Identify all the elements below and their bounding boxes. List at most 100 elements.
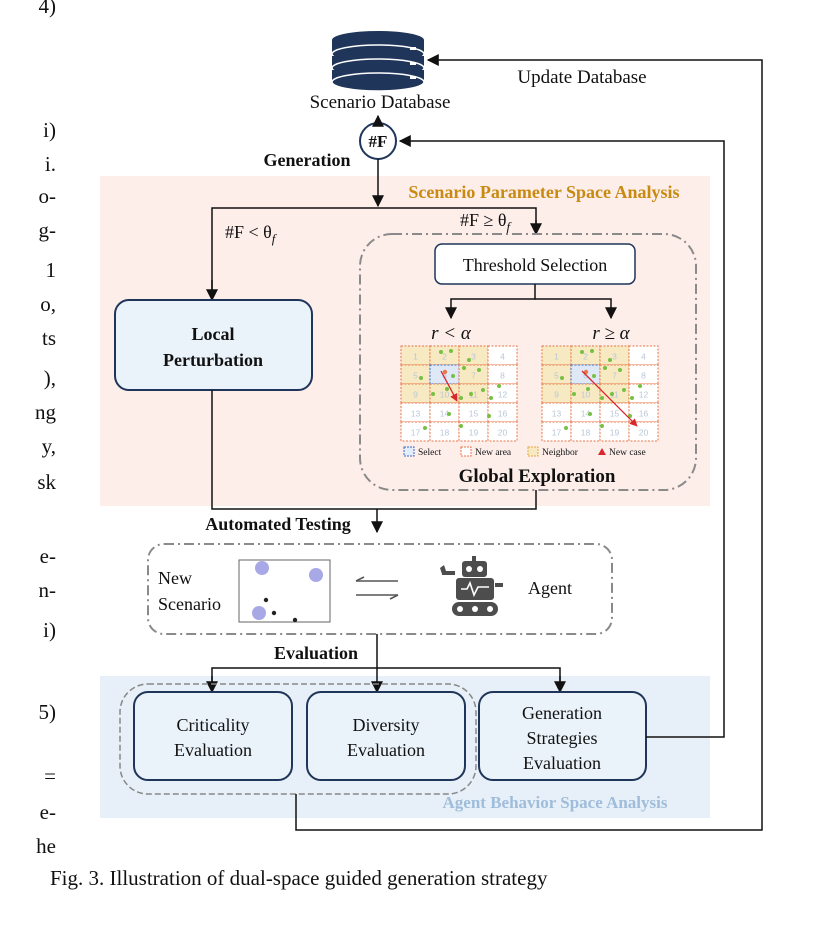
scenario-point bbox=[603, 366, 607, 370]
condition-low-text: #F < θ bbox=[225, 222, 272, 242]
margin-fragment: i) bbox=[43, 118, 56, 142]
threshold-branch-right bbox=[535, 298, 617, 320]
diversity-line2: Evaluation bbox=[347, 740, 425, 760]
counter-node-label: #F bbox=[369, 132, 388, 151]
feedback-to-counter bbox=[398, 135, 725, 738]
grid-cell-number: 15 bbox=[610, 409, 620, 419]
legend-new-area-label: New area bbox=[475, 448, 512, 458]
new-case-arrow bbox=[581, 370, 638, 427]
scenario-point bbox=[469, 392, 473, 396]
global-exploration-region bbox=[359, 233, 697, 491]
feedback-to-database bbox=[295, 54, 763, 831]
margin-fragment: n- bbox=[38, 578, 57, 602]
grid-cell-number: 5 bbox=[554, 371, 559, 381]
margin-fragment: o- bbox=[38, 184, 57, 208]
grid-cell bbox=[487, 402, 518, 423]
scenario-point bbox=[560, 376, 564, 380]
grid-cell bbox=[628, 383, 659, 404]
grid-cell-number: 11 bbox=[610, 390, 619, 400]
scenario-thumbnail bbox=[238, 559, 331, 623]
margin-fragment: e- bbox=[39, 800, 56, 824]
generation-strategies-line3: Evaluation bbox=[523, 753, 601, 773]
grid-cell-number: 10 bbox=[581, 390, 591, 400]
scenario-point bbox=[600, 424, 604, 428]
grid-cell-number: 11 bbox=[469, 390, 478, 400]
grid-cell-number: 12 bbox=[639, 390, 649, 400]
condition-low-label: #F < θf bbox=[225, 222, 278, 246]
margin-fragment: 4) bbox=[38, 0, 57, 18]
scenario-point bbox=[445, 387, 449, 391]
scenario-point bbox=[638, 384, 642, 388]
criticality-line1: Criticality bbox=[177, 715, 250, 735]
parameter-space-title: Scenario Parameter Space Analysis bbox=[408, 182, 679, 202]
grid-cell-number: 4 bbox=[641, 352, 646, 362]
margin-fragment: he bbox=[36, 834, 56, 858]
scenario-point bbox=[592, 374, 596, 378]
global-exploration-label: Global Exploration bbox=[459, 466, 616, 487]
grid-cell-number: 9 bbox=[554, 390, 559, 400]
grid-cell-number: 17 bbox=[552, 428, 562, 438]
legend-select-swatch bbox=[403, 446, 415, 457]
r-high-label: r ≥ α bbox=[592, 323, 630, 344]
grid-cell-number: 2 bbox=[442, 352, 447, 362]
grid-cell bbox=[487, 421, 518, 442]
scenario-point bbox=[487, 414, 491, 418]
threshold-selection-label: Threshold Selection bbox=[463, 255, 607, 275]
scenario-point bbox=[622, 388, 626, 392]
grid-cell-number: 15 bbox=[469, 409, 479, 419]
grid-cell-number: 6 bbox=[442, 371, 447, 381]
scenario-point bbox=[608, 358, 612, 362]
criticality-line2: Evaluation bbox=[174, 740, 252, 760]
grid-cell-number: 7 bbox=[471, 371, 476, 381]
grid-cell-number: 20 bbox=[639, 428, 649, 438]
grid-cell-number: 5 bbox=[413, 371, 418, 381]
legend-neighbor-swatch bbox=[527, 446, 539, 457]
grid-cell bbox=[487, 383, 518, 404]
grid-cell-number: 18 bbox=[440, 428, 450, 438]
evaluation-label: Evaluation bbox=[274, 643, 358, 663]
grid-cell-number: 4 bbox=[500, 352, 505, 362]
margin-fragment: 1 bbox=[45, 258, 57, 282]
database-icon bbox=[331, 31, 425, 92]
scenario-point bbox=[423, 426, 427, 430]
scenario-point bbox=[459, 424, 463, 428]
diversity-line1: Diversity bbox=[353, 715, 420, 735]
grid-cell-number: 1 bbox=[413, 352, 418, 362]
grid-cell bbox=[487, 364, 518, 385]
scenario-point bbox=[481, 388, 485, 392]
scenario-point bbox=[610, 392, 614, 396]
agent-label: Agent bbox=[528, 578, 572, 598]
grid-cell-number: 7 bbox=[612, 371, 617, 381]
threshold-branch bbox=[445, 284, 536, 320]
scenario-point bbox=[586, 387, 590, 391]
grid-cell-number: 16 bbox=[639, 409, 649, 419]
grid-cell-number: 10 bbox=[440, 390, 450, 400]
scenario-point bbox=[419, 376, 423, 380]
scenario-point bbox=[588, 412, 592, 416]
scenario-point bbox=[590, 349, 594, 353]
criticality-evaluation-box bbox=[133, 691, 293, 781]
behavior-space-title: Agent Behavior Space Analysis bbox=[443, 793, 668, 812]
grid-cell-number: 13 bbox=[552, 409, 562, 419]
grid-cell-number: 1 bbox=[554, 352, 559, 362]
grid-cell-number: 19 bbox=[610, 428, 620, 438]
scenario-point bbox=[630, 396, 634, 400]
local-perturbation-line2: Perturbation bbox=[163, 350, 263, 370]
new-case-arrow bbox=[440, 370, 458, 402]
margin-fragment: y, bbox=[41, 434, 56, 458]
grid-legend: Select New area Neighbor New case bbox=[403, 446, 646, 458]
generation-strategies-line2: Strategies bbox=[527, 728, 598, 748]
scenario-point bbox=[572, 392, 576, 396]
generation-strategies-box bbox=[478, 691, 647, 781]
left-column-margin-text: 4) i) i. o- g- 1 o, ts ), ng y, sk e- n-… bbox=[0, 0, 60, 860]
grid-cell bbox=[628, 345, 659, 366]
scenario-point bbox=[477, 368, 481, 372]
scenario-point bbox=[439, 350, 443, 354]
condition-high-text: #F ≥ θ bbox=[460, 210, 507, 230]
grid-cell bbox=[628, 402, 659, 423]
selected-point bbox=[442, 369, 448, 375]
grid-cell-number: 18 bbox=[581, 428, 591, 438]
